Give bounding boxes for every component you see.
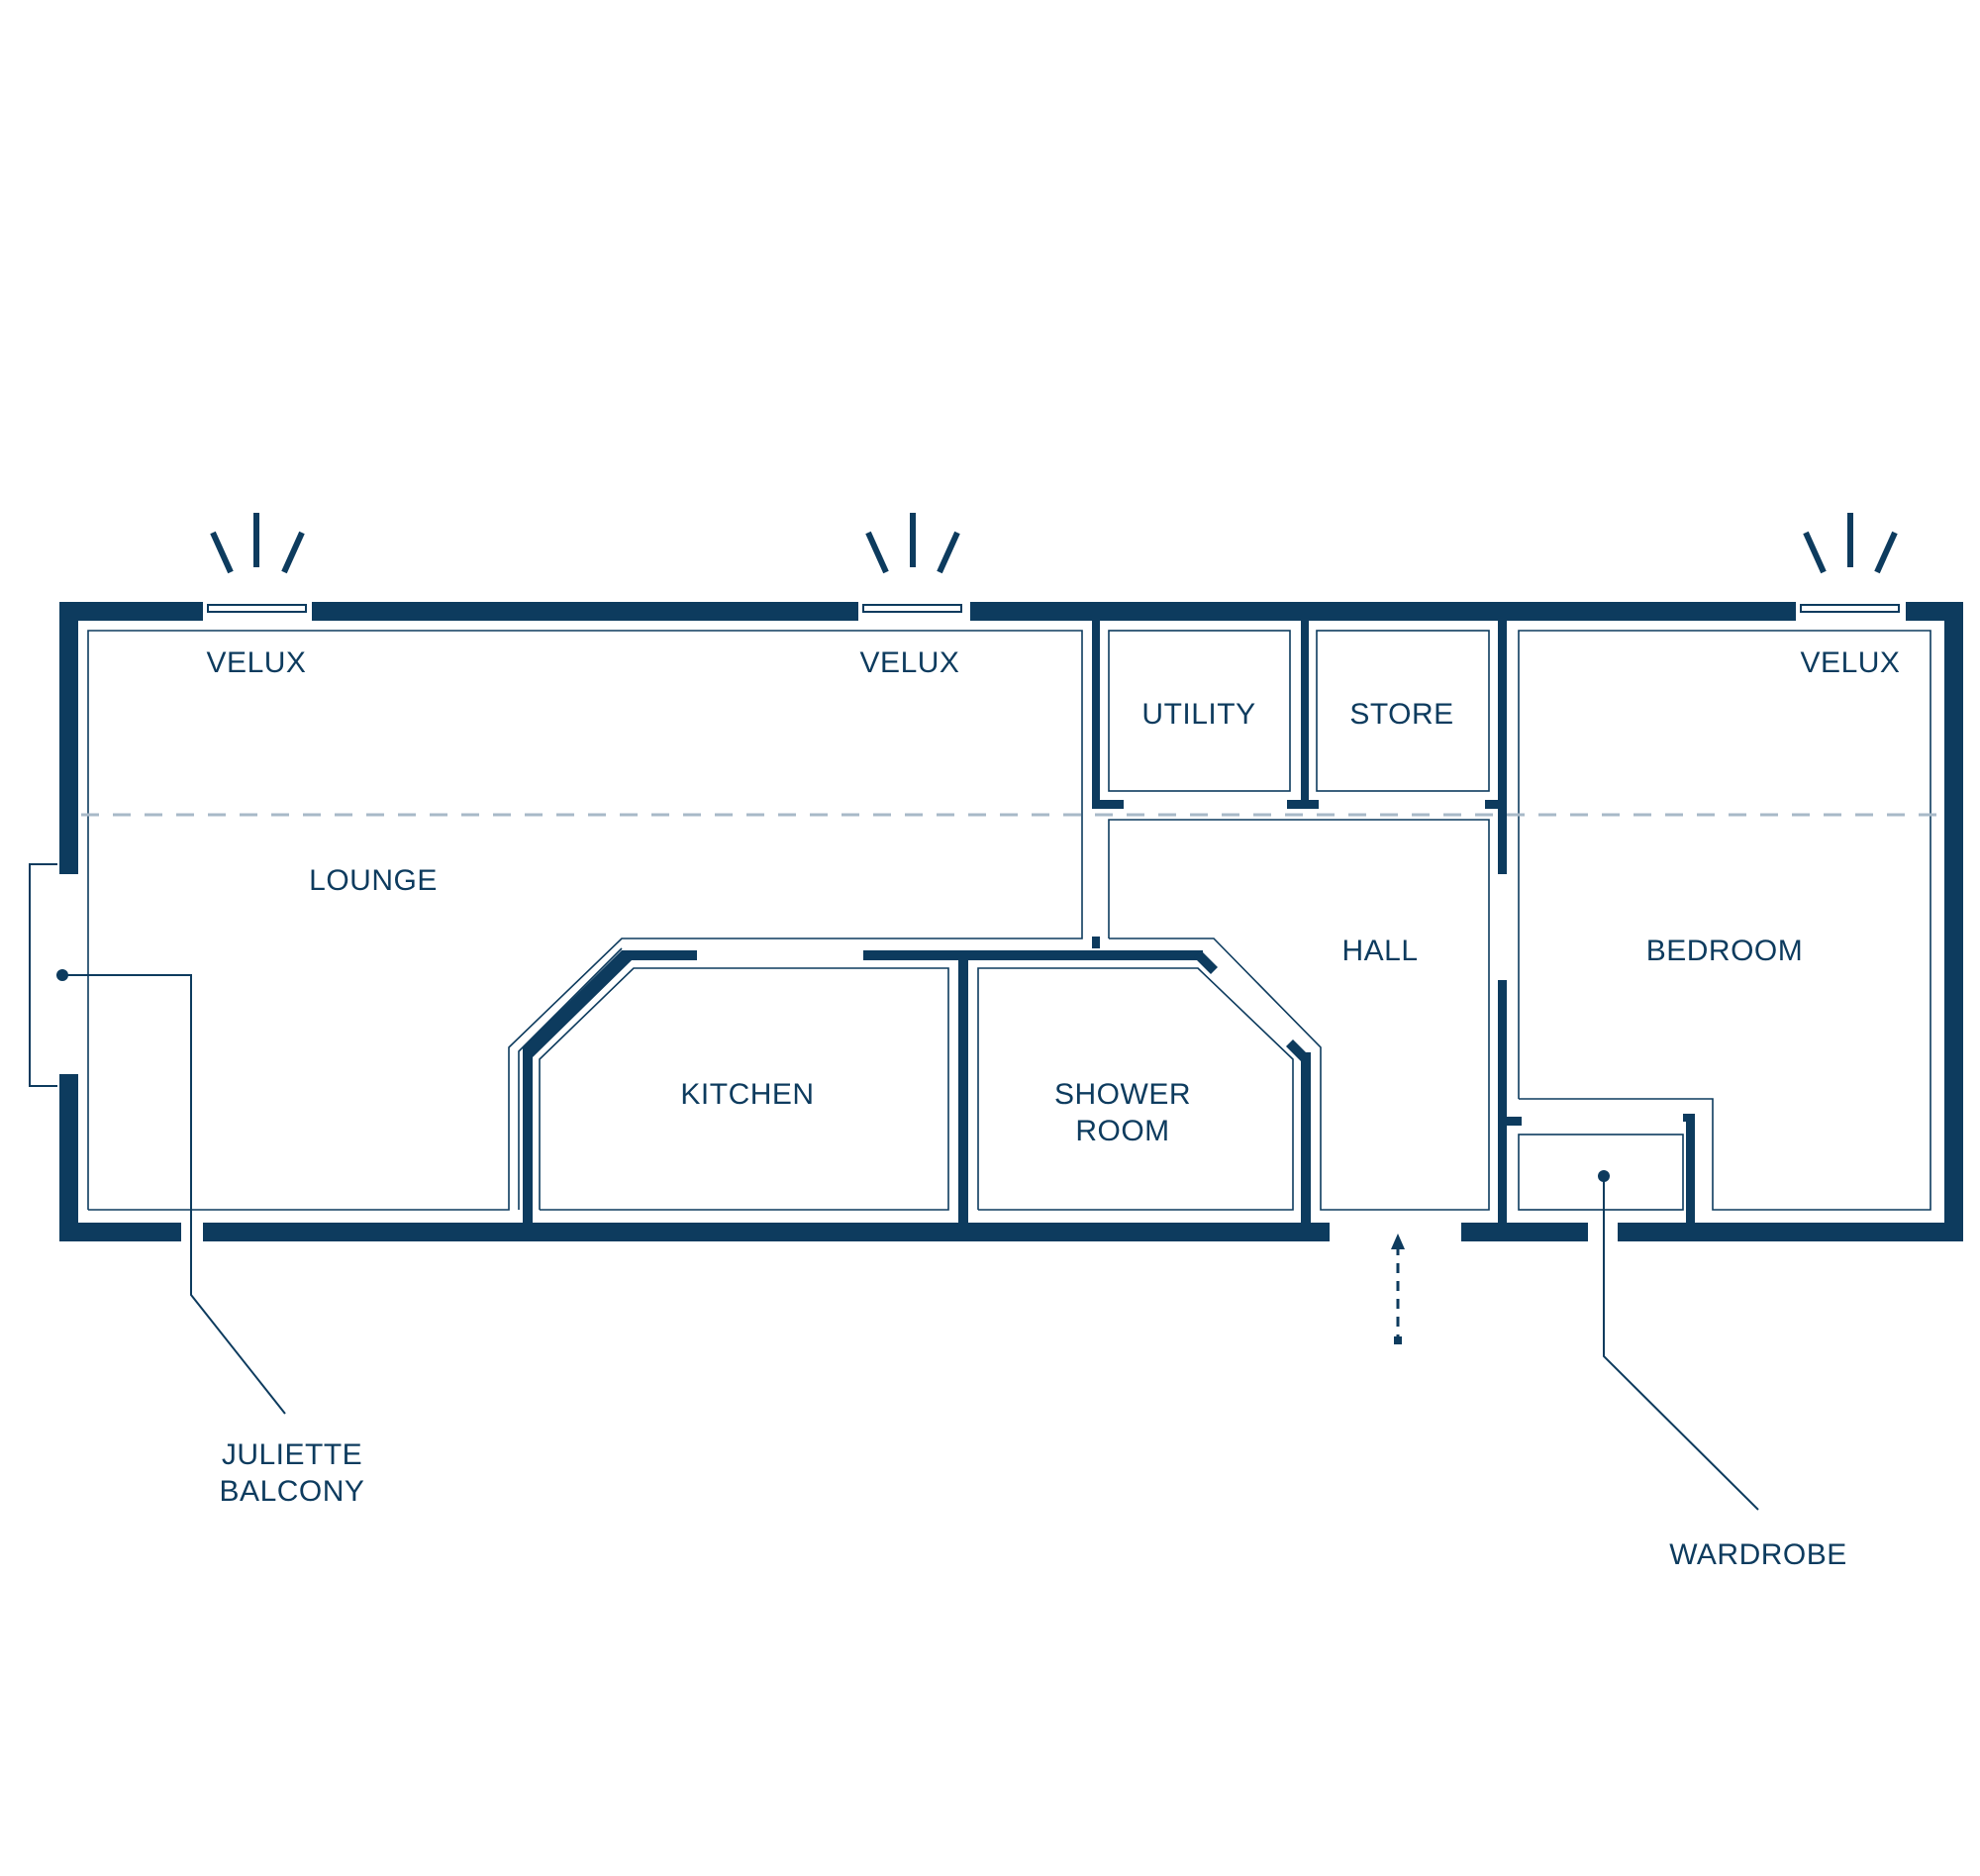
top-wall-segment xyxy=(970,602,1796,621)
juliette-balcony-frame xyxy=(29,863,57,1087)
light-ray xyxy=(865,531,889,574)
velux-window-1 xyxy=(207,513,307,613)
velux-window-3 xyxy=(1800,513,1900,613)
window-frame xyxy=(1800,604,1900,613)
wardrobe-wall xyxy=(1683,1114,1695,1122)
shower-wall xyxy=(1301,1052,1311,1224)
light-ray xyxy=(937,531,960,574)
shower-room-label-line1: SHOWER xyxy=(1054,1078,1191,1111)
bottom-wall-segment xyxy=(1461,1223,1588,1241)
partition-wall xyxy=(1092,621,1100,801)
labels: VELUX VELUX VELUX LOUNGE KITCHEN SHOWER … xyxy=(207,646,1901,1571)
lounge-label: LOUNGE xyxy=(309,864,438,897)
entrance-arrow xyxy=(1391,1234,1405,1344)
wardrobe-wall xyxy=(1686,1114,1695,1225)
partition-wall xyxy=(1485,800,1499,809)
kitchen-wall xyxy=(523,1047,533,1224)
juliette-balcony-label-line1: JULIETTE xyxy=(222,1438,362,1471)
hall-outline xyxy=(1108,819,1490,1211)
lounge-outline xyxy=(87,630,1083,1211)
kitchen-wall xyxy=(523,950,632,1057)
utility-outline xyxy=(1108,630,1291,792)
kitchen-wall xyxy=(863,950,1203,960)
partition-wall xyxy=(1301,621,1309,801)
kitchen-wall xyxy=(622,950,697,960)
utility-label: UTILITY xyxy=(1141,698,1255,731)
wardrobe-leader xyxy=(1603,1176,1759,1511)
velux-windows xyxy=(207,513,1900,613)
left-wall-segment xyxy=(59,1074,78,1241)
velux-label-1: VELUX xyxy=(207,646,307,679)
partition-wall xyxy=(958,958,968,1224)
callout-leaders xyxy=(56,969,1759,1511)
bottom-wall-segment xyxy=(203,1223,1330,1241)
juliette-balcony-dot xyxy=(56,969,68,981)
entrance-arrow-head xyxy=(1391,1234,1405,1249)
bottom-wall-segment xyxy=(59,1223,181,1241)
wardrobe-label: WARDROBE xyxy=(1669,1538,1847,1571)
juliette-balcony-label-line2: BALCONY xyxy=(220,1475,365,1508)
light-ray xyxy=(1874,531,1898,574)
right-wall xyxy=(1944,602,1963,1241)
velux-window-2 xyxy=(862,513,962,613)
bottom-wall-segment xyxy=(1618,1223,1963,1241)
room-outlines xyxy=(29,630,1931,1211)
bedroom-label: BEDROOM xyxy=(1646,935,1804,967)
partition-wall xyxy=(1287,800,1319,809)
entrance-arrow-base xyxy=(1394,1336,1402,1344)
partition-wall xyxy=(1092,800,1124,809)
shower-room-label-line2: ROOM xyxy=(1075,1115,1169,1147)
window-frame xyxy=(207,604,307,613)
hall-label: HALL xyxy=(1341,935,1418,967)
left-wall-segment xyxy=(59,602,78,874)
kitchen-outline-outer xyxy=(518,947,623,1210)
wardrobe-outline xyxy=(1518,1134,1684,1211)
shower-wall xyxy=(1194,950,1218,974)
store-outline xyxy=(1316,630,1490,792)
store-label: STORE xyxy=(1349,698,1453,731)
wardrobe-dot xyxy=(1598,1170,1610,1182)
partition-wall xyxy=(1498,621,1507,874)
light-ray xyxy=(1803,531,1827,574)
shower-outline xyxy=(977,967,1294,1211)
kitchen-outline xyxy=(539,967,949,1211)
top-wall-segment xyxy=(312,602,858,621)
partition-wall xyxy=(1498,980,1507,1228)
juliette-balcony-leader xyxy=(62,974,286,1415)
light-ray xyxy=(210,531,234,574)
kitchen-label: KITCHEN xyxy=(680,1078,814,1111)
top-wall-segment xyxy=(59,602,203,621)
partition-wall xyxy=(1092,937,1100,948)
light-ray xyxy=(281,531,305,574)
velux-label-3: VELUX xyxy=(1801,646,1901,679)
velux-label-2: VELUX xyxy=(860,646,960,679)
interior-walls xyxy=(523,621,1695,1228)
bedroom-outline xyxy=(1518,630,1931,1211)
window-frame xyxy=(862,604,962,613)
outer-walls xyxy=(59,602,1963,1241)
partition-wall xyxy=(1498,1117,1522,1126)
